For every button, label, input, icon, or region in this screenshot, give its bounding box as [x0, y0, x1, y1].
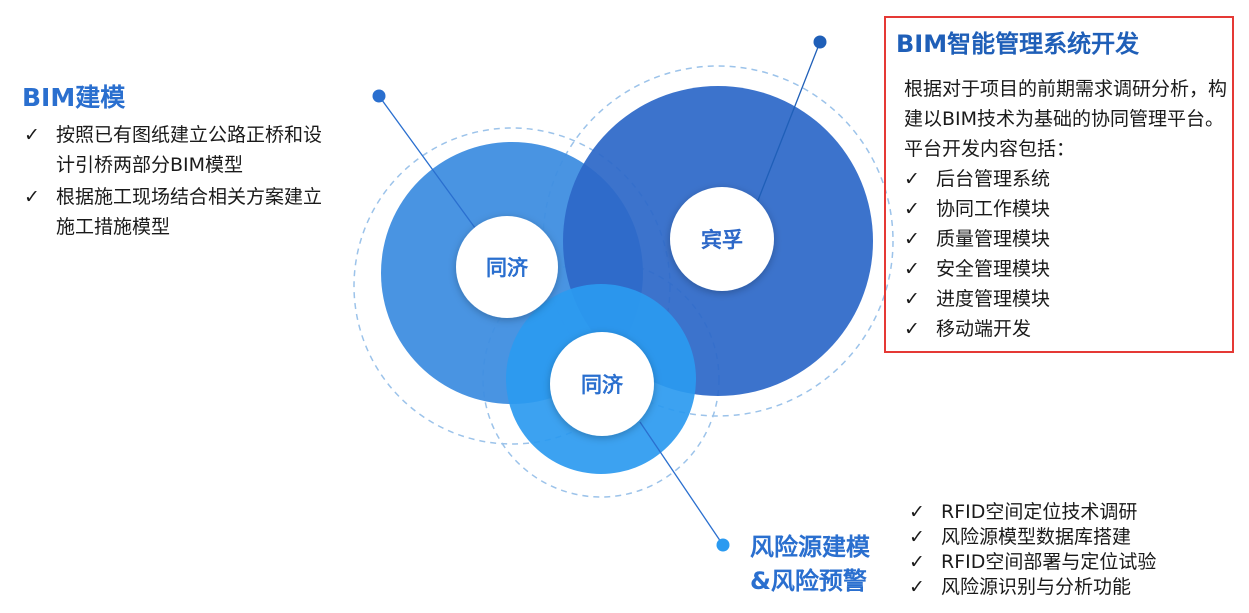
- list-item: ✓协同工作模块: [902, 194, 1050, 224]
- check-icon: ✓: [904, 318, 920, 340]
- platform-description: 根据对于项目的前期需求调研分析，构建以BIM技术为基础的协同管理平台。平台开发内…: [904, 78, 1228, 160]
- list-item: ✓风险源模型数据库搭建: [909, 526, 1132, 548]
- connector-dot-bottom: [716, 538, 730, 552]
- check-icon: ✓: [24, 124, 40, 146]
- check-icon: ✓: [904, 198, 920, 220]
- risk-list: ✓RFID空间定位技术调研 ✓风险源模型数据库搭建 ✓RFID空间部署与定位试验…: [907, 500, 1156, 600]
- check-icon: ✓: [909, 526, 925, 548]
- list-item: ✓RFID空间部署与定位试验: [909, 551, 1157, 573]
- list-item: ✓RFID空间定位技术调研: [909, 501, 1138, 523]
- list-item: ✓安全管理模块: [902, 254, 1050, 284]
- platform-box: BIM智能管理系统开发 根据对于项目的前期需求调研分析，构建以BIM技术为基础的…: [884, 16, 1234, 353]
- risk-title: 风险源建模 &风险预警: [750, 533, 870, 595]
- check-icon: ✓: [909, 576, 925, 598]
- list-item: ✓后台管理系统: [902, 164, 1050, 194]
- list-item: ✓根据施工现场结合相关方案建立施工措施模型: [22, 182, 332, 242]
- list-item: ✓按照已有图纸建立公路正桥和设计引桥两部分BIM模型: [22, 120, 332, 180]
- check-icon: ✓: [909, 551, 925, 573]
- connector-left: [378, 95, 479, 233]
- platform-title: BIM智能管理系统开发: [896, 30, 1140, 58]
- list-item: ✓质量管理模块: [902, 224, 1050, 254]
- circle-label-right: 宾孚: [701, 228, 743, 252]
- check-icon: ✓: [904, 168, 920, 190]
- check-icon: ✓: [904, 258, 920, 280]
- check-icon: ✓: [24, 186, 40, 208]
- label-disc-left: [456, 216, 558, 318]
- list-item: ✓进度管理模块: [902, 284, 1050, 314]
- orbit-ring-right: [542, 65, 894, 417]
- connector-dot-right: [813, 35, 827, 49]
- circle-label-left: 同济: [486, 256, 529, 280]
- label-disc-right: [670, 187, 774, 291]
- list-item: ✓风险源识别与分析功能: [909, 576, 1132, 598]
- label-disc-bottom: [550, 332, 654, 436]
- connector-dot-left: [372, 89, 386, 103]
- bim-modeling-list: ✓按照已有图纸建立公路正桥和设计引桥两部分BIM模型 ✓根据施工现场结合相关方案…: [22, 120, 332, 244]
- check-icon: ✓: [904, 288, 920, 310]
- circle-label-bottom: 同济: [581, 373, 624, 397]
- list-item: ✓移动端开发: [902, 314, 1050, 344]
- bim-modeling-title: BIM建模: [22, 83, 126, 112]
- check-icon: ✓: [909, 501, 925, 523]
- platform-module-list: ✓后台管理系统 ✓协同工作模块 ✓质量管理模块 ✓安全管理模块 ✓进度管理模块 …: [902, 164, 1050, 344]
- connector-bottom: [639, 421, 724, 546]
- connector-right: [754, 41, 821, 209]
- check-icon: ✓: [904, 228, 920, 250]
